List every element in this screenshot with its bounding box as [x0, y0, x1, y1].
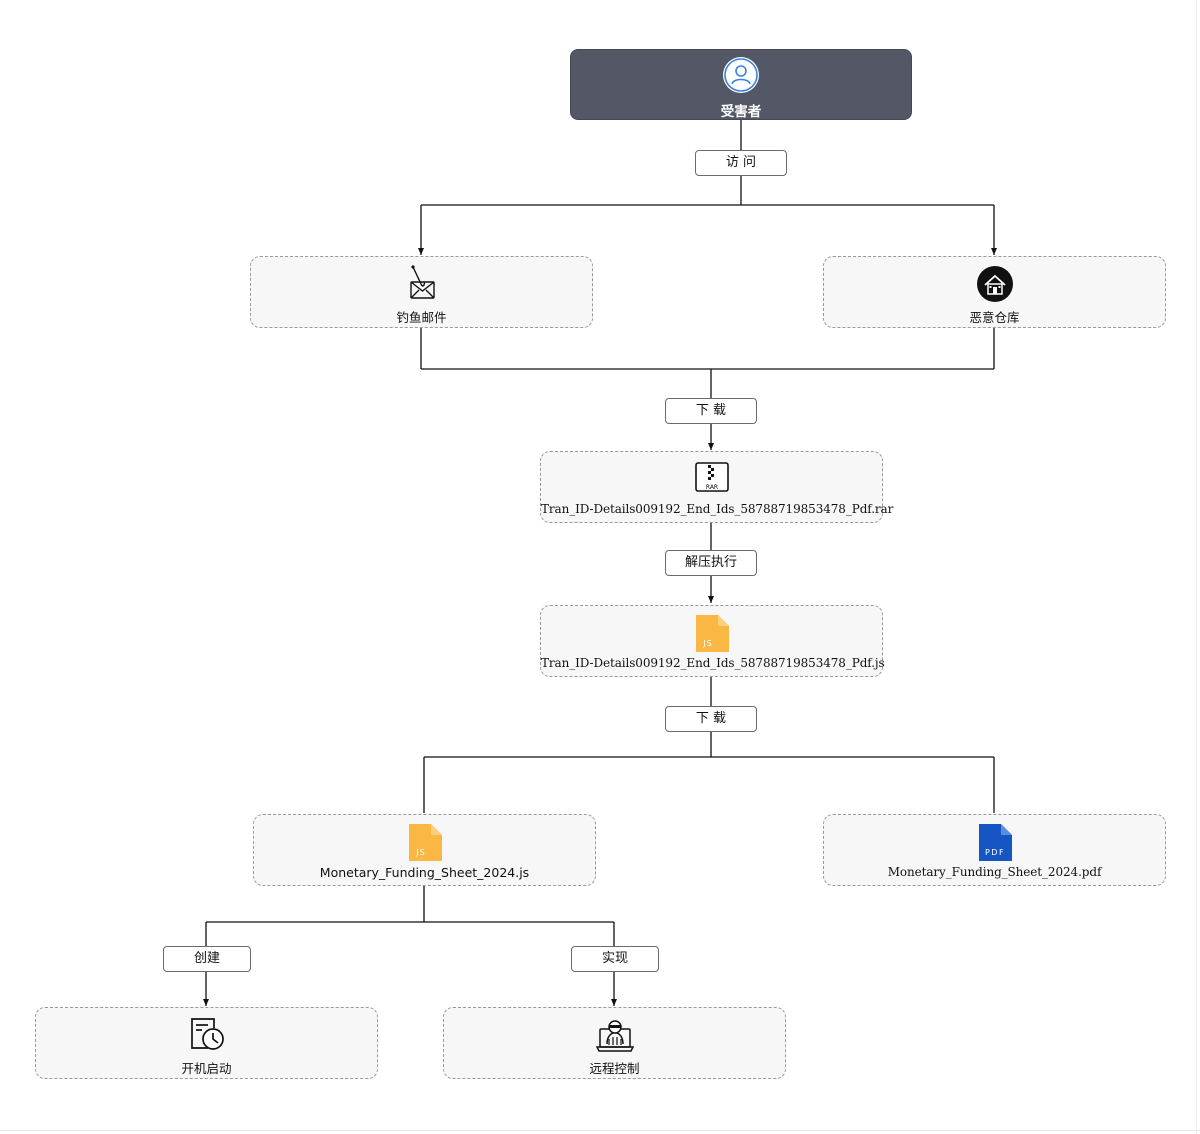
user-circle-icon — [722, 56, 760, 94]
pdf-icon-text: PDF — [984, 848, 1004, 857]
edge-label-visit: 访 问 — [695, 150, 787, 176]
edge-label-download-2: 下 载 — [665, 706, 757, 732]
edge-label-achieve: 实现 — [571, 946, 659, 972]
rar-file-label: Tran_ID-Details009192_End_Ids_5878871985… — [541, 502, 894, 516]
remote-control-hacker-icon — [595, 1015, 634, 1053]
phishing-email-node[interactable]: 钓鱼邮件 — [250, 256, 593, 328]
rar-file-node[interactable]: RAR Tran_ID-Details009192_End_Ids_587887… — [540, 451, 894, 523]
remote-control-label: 远程控制 — [589, 1061, 640, 1076]
rar-archive-icon: RAR — [693, 459, 731, 497]
js-file-label: Tran_ID-Details009192_End_Ids_5878871985… — [541, 656, 885, 670]
startup-clock-icon — [188, 1015, 226, 1053]
phishing-email-label: 钓鱼邮件 — [396, 310, 447, 325]
remote-control-node[interactable]: 远程控制 — [443, 1007, 786, 1079]
monetary-pdf-node[interactable]: PDF Monetary_Funding_Sheet_2024.pdf — [823, 814, 1166, 886]
monetary-pdf-label: Monetary_Funding_Sheet_2024.pdf — [887, 865, 1102, 879]
monetary-js-label: Monetary_Funding_Sheet_2024.js — [319, 865, 530, 880]
victim-label: 受害者 — [720, 104, 762, 120]
edge-label-create: 创建 — [163, 946, 251, 972]
malicious-repo-icon — [976, 264, 1014, 302]
canvas-bottom-edge — [0, 1130, 1200, 1131]
js-file-icon: JS — [406, 822, 444, 861]
js-file-node[interactable]: JS Tran_ID-Details009192_End_Ids_5878871… — [540, 605, 885, 677]
malicious-repo-label: 恶意仓库 — [969, 310, 1020, 325]
js-file-icon: JS — [693, 613, 731, 652]
autostart-node[interactable]: 开机启动 — [35, 1007, 378, 1079]
pdf-file-icon: PDF — [976, 822, 1014, 861]
monetary-js-icon-text: JS — [415, 848, 425, 857]
malicious-repo-node[interactable]: 恶意仓库 — [823, 256, 1166, 328]
edge-label-extract-run: 解压执行 — [665, 550, 757, 576]
edge-label-download-1: 下 载 — [665, 398, 757, 424]
monetary-js-node[interactable]: JS Monetary_Funding_Sheet_2024.js — [253, 814, 596, 886]
rar-icon-text: RAR — [705, 484, 717, 491]
js-icon-text: JS — [702, 639, 712, 648]
canvas-right-edge — [1196, 0, 1197, 1134]
victim-node[interactable]: 受害者 — [570, 49, 912, 120]
phishing-mail-icon — [403, 264, 441, 302]
autostart-label: 开机启动 — [181, 1061, 232, 1076]
